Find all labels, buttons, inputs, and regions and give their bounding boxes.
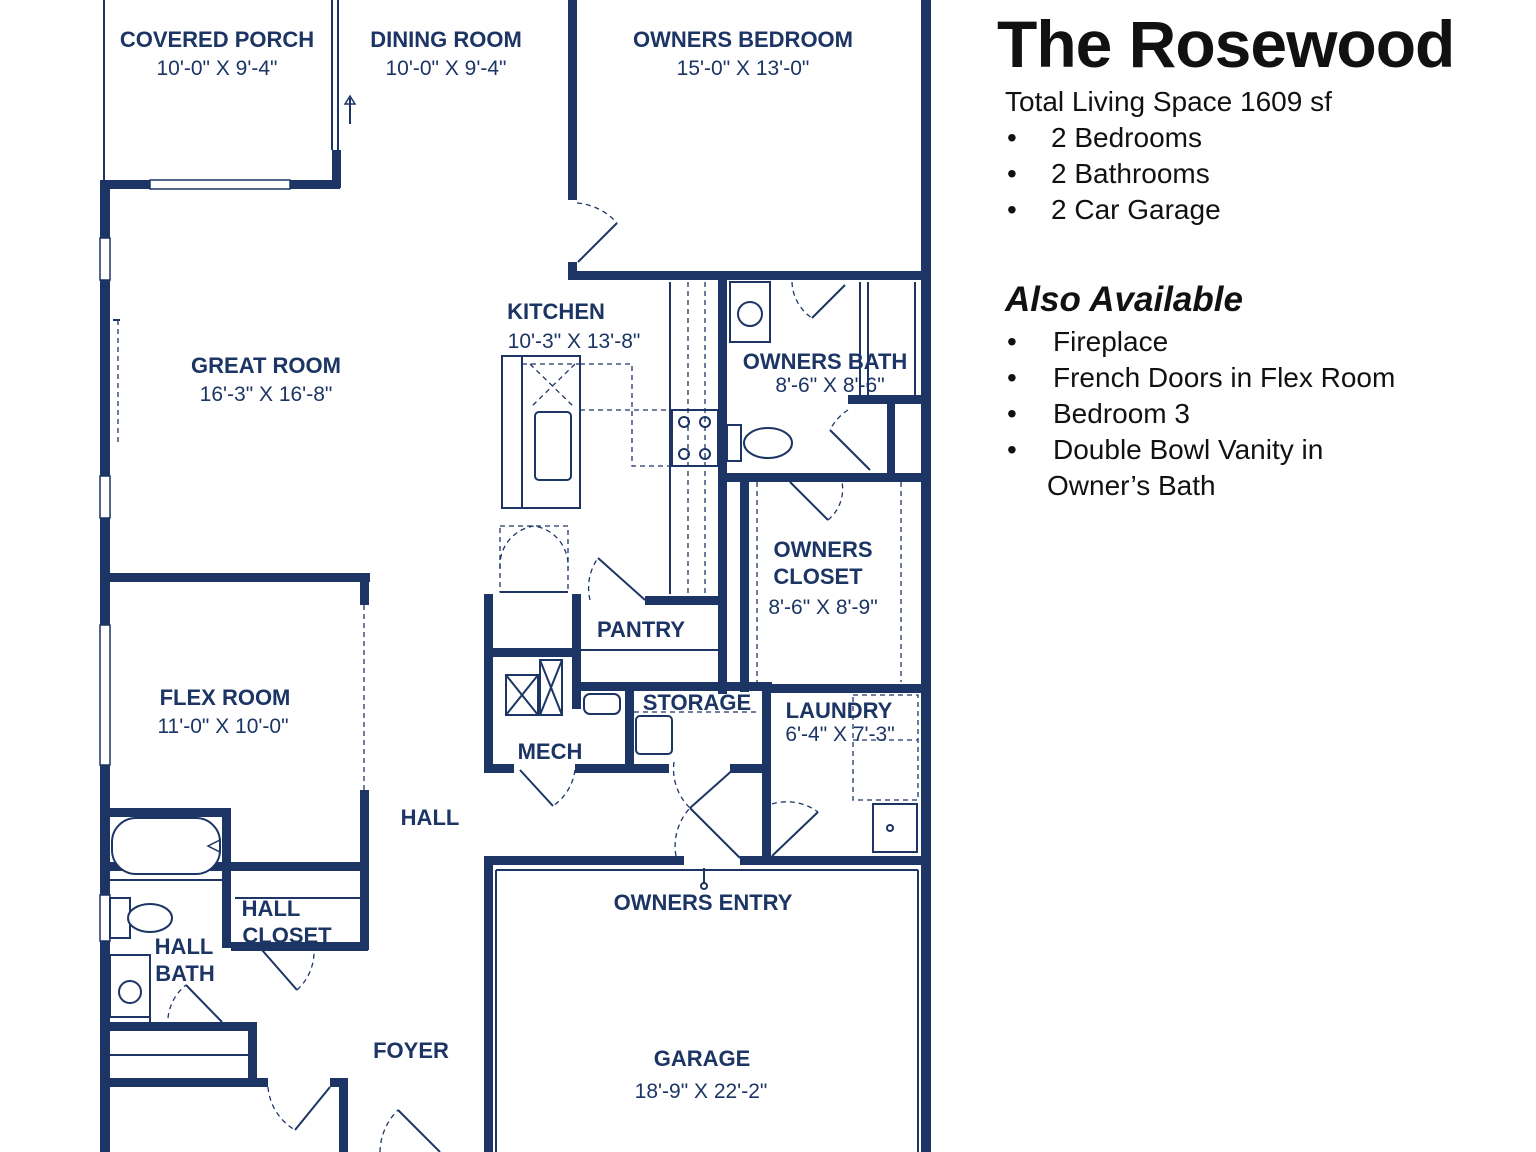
feature-item: • 2 Bathrooms [1007,156,1525,192]
bullet-icon: • [1007,194,1017,225]
option-item: • French Doors in Flex Room [1007,360,1525,396]
laundry-dims: 6'-4" X 7'-3" [785,723,894,746]
option-text: Double Bowl Vanity in [1053,434,1324,465]
flex-room-dims: 11'-0" X 10'-0" [157,715,288,738]
owners-closet-label-line1: OWNERS [774,537,873,562]
owners-bath-dims: 8'-6" X 8'-6" [775,374,884,397]
owners-bedroom-label: OWNERS BEDROOM [633,27,853,52]
bullet-icon: • [1007,398,1017,429]
option-text-continuation: Owner’s Bath [1047,470,1216,501]
plan-title: The Rosewood [997,7,1455,81]
hall-bath-label-line2: BATH [155,961,214,986]
owners-bath-label: OWNERS BATH [743,349,908,374]
bullet-icon: • [1007,434,1017,465]
kitchen-label: KITCHEN [507,299,605,324]
doors-fixtures [109,94,919,1152]
option-text: Fireplace [1053,326,1169,357]
feature-text: 2 Bedrooms [1051,122,1202,153]
bullet-icon: • [1007,158,1017,189]
feature-item: • 2 Car Garage [1007,192,1525,228]
owners-closet-label-line2: CLOSET [773,564,863,589]
pantry-label: PANTRY [597,617,685,642]
mech-label: MECH [518,739,583,764]
garage-label: GARAGE [654,1046,751,1071]
plan-info-panel: The Rosewood Total Living Space 1609 sf … [995,0,1525,504]
kitchen-dims: 10'-3" X 13'-8" [508,330,641,353]
bullet-icon: • [1007,326,1017,357]
owners-entry-label: OWNERS ENTRY [614,890,793,915]
owners-bedroom-dims: 15'-0" X 13'-0" [677,57,810,80]
laundry-label: LAUNDRY [786,698,893,723]
bullet-icon: • [1007,362,1017,393]
total-living-space: Total Living Space 1609 sf [1005,86,1332,117]
dining-room-label: DINING ROOM [370,27,522,52]
option-item: • Bedroom 3 [1007,396,1525,432]
bullet-icon: • [1007,122,1017,153]
room-labels: COVERED PORCH 10'-0" X 9'-4" DINING ROOM… [120,27,907,1103]
feature-text: 2 Car Garage [1051,194,1221,225]
hall-closet-label-line2: CLOSET [242,923,332,948]
option-item: • Fireplace [1007,324,1525,360]
option-text: Bedroom 3 [1053,398,1190,429]
hall-label: HALL [401,805,460,830]
great-room-dims: 16'-3" X 16'-8" [200,383,333,406]
feature-item: • 2 Bedrooms [1007,120,1525,156]
option-item: • Double Bowl Vanity in [1007,432,1525,468]
storage-label: STORAGE [643,690,751,715]
also-available-heading: Also Available [1005,280,1243,319]
hall-closet-label-line1: HALL [242,896,301,921]
great-room-label: GREAT ROOM [191,353,341,378]
covered-porch-label: COVERED PORCH [120,27,314,52]
garage-dims: 18'-9" X 22'-2" [635,1080,768,1103]
hall-bath-label-line1: HALL [155,934,214,959]
walls [99,0,931,1152]
foyer-label: FOYER [373,1038,449,1063]
option-text: French Doors in Flex Room [1053,362,1396,393]
covered-porch-dims: 10'-0" X 9'-4" [157,57,278,80]
owners-closet-dims: 8'-6" X 8'-9" [768,596,877,619]
dining-room-dims: 10'-0" X 9'-4" [386,57,507,80]
flex-room-label: FLEX ROOM [160,685,291,710]
feature-text: 2 Bathrooms [1051,158,1210,189]
